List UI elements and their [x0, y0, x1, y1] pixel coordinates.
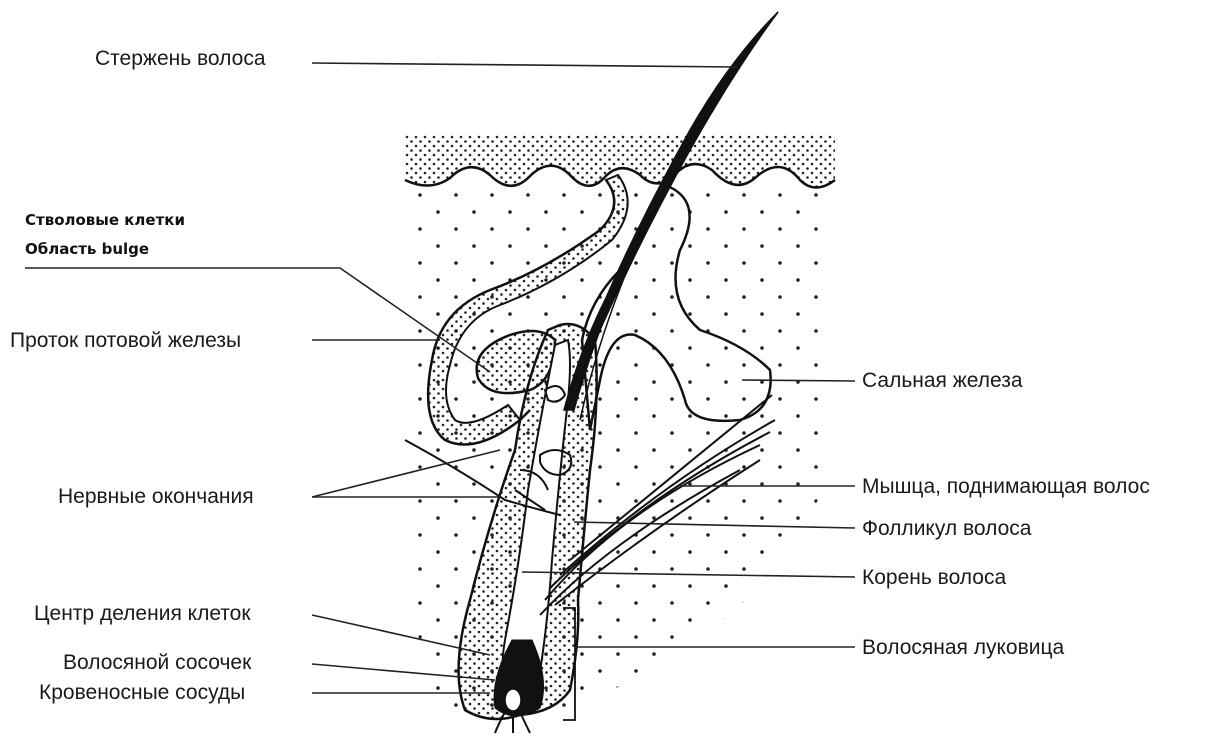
leader-shaft: [312, 63, 738, 67]
leader-sebaceous: [742, 380, 855, 381]
label-stem-cells: Стволовые клетки: [25, 213, 185, 228]
label-bulge-area: Область bulge: [25, 242, 149, 257]
label-sweat-duct: Проток потовой железы: [10, 330, 241, 351]
label-papilla: Волосяной сосочек: [63, 652, 251, 673]
label-hair-shaft: Стержень волоса: [95, 48, 266, 69]
label-division-center: Центр деления клеток: [34, 603, 251, 624]
blood-vessel-loop: [505, 689, 521, 711]
label-root: Корень волоса: [862, 567, 1006, 588]
label-sebaceous-gland: Сальная железа: [862, 370, 1023, 391]
label-arrector-muscle: Мышца, поднимающая волос: [862, 476, 1150, 497]
label-blood-vessels: Кровеносные сосуды: [39, 682, 245, 703]
label-hair-bulb: Волосяная луковица: [862, 637, 1064, 658]
label-nerve-endings: Нервные окончания: [58, 486, 254, 507]
label-follicle: Фолликул волоса: [862, 518, 1031, 539]
